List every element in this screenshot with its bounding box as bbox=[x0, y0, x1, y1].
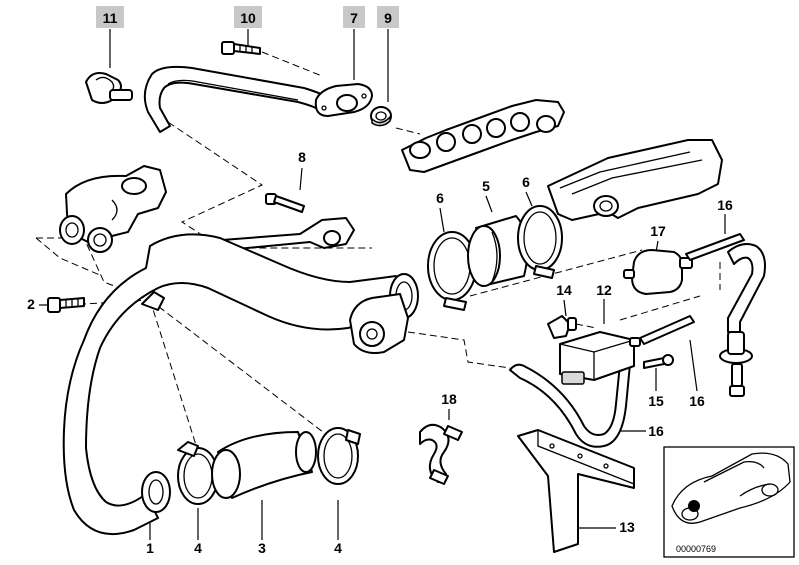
clip-part-18[interactable] bbox=[419, 423, 463, 485]
callout-box-11 bbox=[96, 6, 124, 28]
callout-14[interactable]: 14 bbox=[556, 282, 572, 298]
upper-pipe[interactable] bbox=[143, 65, 333, 133]
clamp-part-4-left[interactable] bbox=[177, 441, 219, 505]
callout-6-right[interactable]: 6 bbox=[522, 174, 530, 190]
locator-marker bbox=[688, 500, 700, 512]
vehicle-locator-inset: 00000769 bbox=[663, 446, 795, 558]
callout-box-10 bbox=[234, 6, 262, 28]
hose-part-16-angled[interactable] bbox=[719, 243, 766, 397]
callout-10[interactable]: 10 bbox=[240, 10, 256, 26]
callout-17[interactable]: 17 bbox=[650, 223, 666, 239]
callout-9[interactable]: 9 bbox=[384, 10, 392, 26]
manifold-gasket[interactable] bbox=[401, 99, 565, 173]
callout-15[interactable]: 15 bbox=[648, 393, 664, 409]
diagram-code: 00000769 bbox=[676, 544, 716, 554]
callout-4-left[interactable]: 4 bbox=[194, 540, 202, 556]
bolt-part-2[interactable] bbox=[47, 297, 85, 313]
callout-11[interactable]: 11 bbox=[103, 10, 118, 26]
callout-7[interactable]: 7 bbox=[350, 10, 358, 26]
callout-13[interactable]: 13 bbox=[619, 519, 635, 535]
bracket-lower[interactable] bbox=[221, 217, 355, 251]
hose-part-16-mid[interactable] bbox=[639, 315, 695, 345]
valve-body[interactable] bbox=[349, 293, 409, 354]
hose-part-16-top[interactable] bbox=[685, 233, 745, 261]
clip-part-11[interactable] bbox=[85, 72, 133, 104]
bolt-part-8[interactable] bbox=[265, 193, 305, 213]
callout-3[interactable]: 3 bbox=[258, 540, 266, 556]
plug-part-14[interactable] bbox=[547, 315, 577, 339]
converter-part-12[interactable] bbox=[559, 331, 641, 385]
seal-ring-part-9[interactable] bbox=[370, 106, 392, 127]
flange-part-7[interactable] bbox=[314, 83, 373, 117]
callout-box-7 bbox=[343, 6, 365, 28]
pipe-bracket-clip[interactable] bbox=[141, 291, 165, 311]
turbocharger[interactable] bbox=[59, 165, 167, 253]
screw-part-15[interactable] bbox=[643, 354, 674, 369]
callout-6-left[interactable]: 6 bbox=[436, 190, 444, 206]
callout-box-9 bbox=[377, 6, 399, 28]
callout-16-mid[interactable]: 16 bbox=[689, 393, 705, 409]
bracket-part-13[interactable] bbox=[517, 429, 635, 553]
callout-18[interactable]: 18 bbox=[441, 391, 457, 407]
hose-sleeve-part-5[interactable] bbox=[467, 215, 529, 287]
callout-16-bottom[interactable]: 16 bbox=[648, 423, 664, 439]
hose-part-16-bottom[interactable] bbox=[509, 363, 631, 448]
callout-16-top[interactable]: 16 bbox=[717, 197, 733, 213]
callout-2[interactable]: 2 bbox=[27, 296, 35, 312]
clamp-part-4-right[interactable] bbox=[317, 427, 361, 485]
leader-lines bbox=[39, 29, 726, 540]
callout-5[interactable]: 5 bbox=[482, 178, 490, 194]
callout-12[interactable]: 12 bbox=[596, 282, 612, 298]
callout-1[interactable]: 1 bbox=[146, 540, 154, 556]
clamp-part-6-right[interactable] bbox=[517, 205, 563, 279]
clamp-part-6-left[interactable] bbox=[427, 231, 477, 311]
intake-manifold[interactable] bbox=[547, 139, 723, 221]
callout-8[interactable]: 8 bbox=[298, 149, 306, 165]
callout-4-right[interactable]: 4 bbox=[334, 540, 342, 556]
bolt-part-10[interactable] bbox=[221, 41, 261, 55]
filter-part-17[interactable] bbox=[623, 249, 693, 295]
hose-part-3[interactable] bbox=[211, 431, 317, 499]
